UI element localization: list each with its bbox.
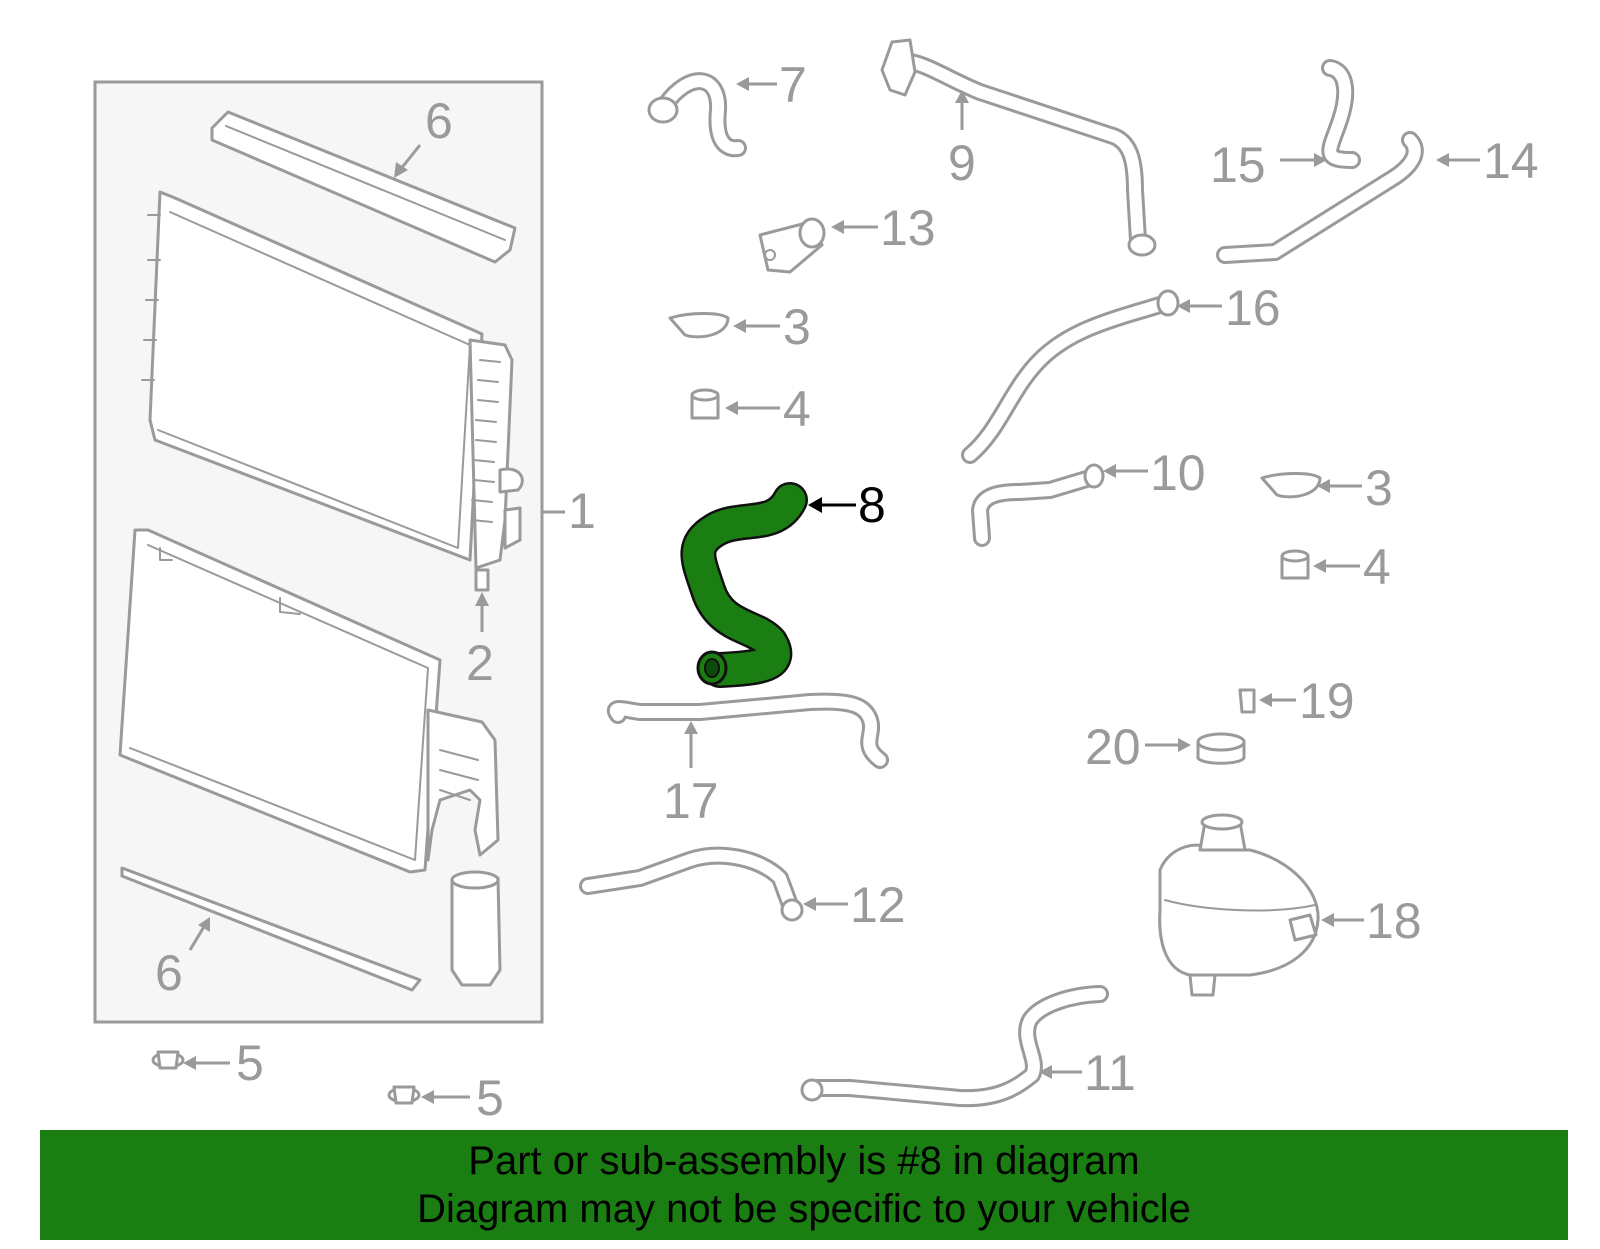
hose-9-part [880,38,1157,257]
info-banner: Part or sub-assembly is #8 in diagram Di… [40,1130,1568,1240]
push-pin-part-b [387,1085,421,1105]
callout-13: 13 [880,200,936,256]
callout-15: 15 [1210,137,1266,193]
callout-4-a: 4 [783,381,811,437]
hose-7-part [647,72,747,158]
pipe-17-part [606,692,889,769]
radiator-part [141,190,524,570]
callout-19: 19 [1299,673,1355,729]
callout-12: 12 [850,877,906,933]
clip-19-part [1238,688,1256,714]
callout-2: 2 [466,635,494,691]
seal-3-part-a [668,312,730,339]
callout-5-a: 5 [236,1035,264,1091]
hose-10-part [971,463,1105,547]
drain-plug-part [474,568,490,592]
callout-3-a: 3 [783,299,811,355]
callout-16: 16 [1225,280,1281,336]
callout-9: 9 [948,135,976,191]
parts-diagram: 6 1 2 6 5 5 7 9 13 15 14 3 16 4 10 3 8 4… [93,38,1539,1126]
pipe-14-part [1216,131,1424,264]
callout-8-highlighted: 8 [858,477,886,533]
condenser-part [118,528,500,874]
callout-17: 17 [663,773,719,829]
pipe-12-part [579,846,804,922]
coolant-reservoir-part [1158,813,1320,997]
callout-7: 7 [779,57,807,113]
leader-lines [183,77,1480,1104]
seal-3-part-b [1260,472,1322,499]
upper-air-seal-part [210,110,517,264]
bushing-4-part-b [1280,549,1310,580]
banner-line-part-number: Part or sub-assembly is #8 in diagram [468,1139,1140,1183]
callout-11: 11 [1084,1045,1136,1101]
reservoir-cap-part [1196,732,1246,765]
receiver-drier-part [450,870,502,987]
callout-10: 10 [1150,445,1206,501]
banner-line-disclaimer: Diagram may not be specific to your vehi… [417,1187,1191,1231]
callout-6-lower: 6 [155,945,183,1001]
callout-5-b: 5 [476,1070,504,1126]
callout-1: 1 [568,483,596,539]
callout-18: 18 [1366,893,1422,949]
hose-11-part [800,985,1109,1108]
callout-3-b: 3 [1365,460,1393,516]
callout-4-b: 4 [1363,539,1391,595]
hose-16-part [961,289,1180,464]
lower-air-seal-part [120,866,422,992]
callout-14: 14 [1483,133,1539,189]
callout-20: 20 [1085,719,1141,775]
callout-6-upper: 6 [425,93,453,149]
hose-8-highlighted-part [680,482,808,688]
push-pin-part-a [151,1050,185,1070]
hose-15-part [1321,59,1361,169]
sensor-13-part [758,217,826,274]
bushing-4-part-a [690,388,720,420]
